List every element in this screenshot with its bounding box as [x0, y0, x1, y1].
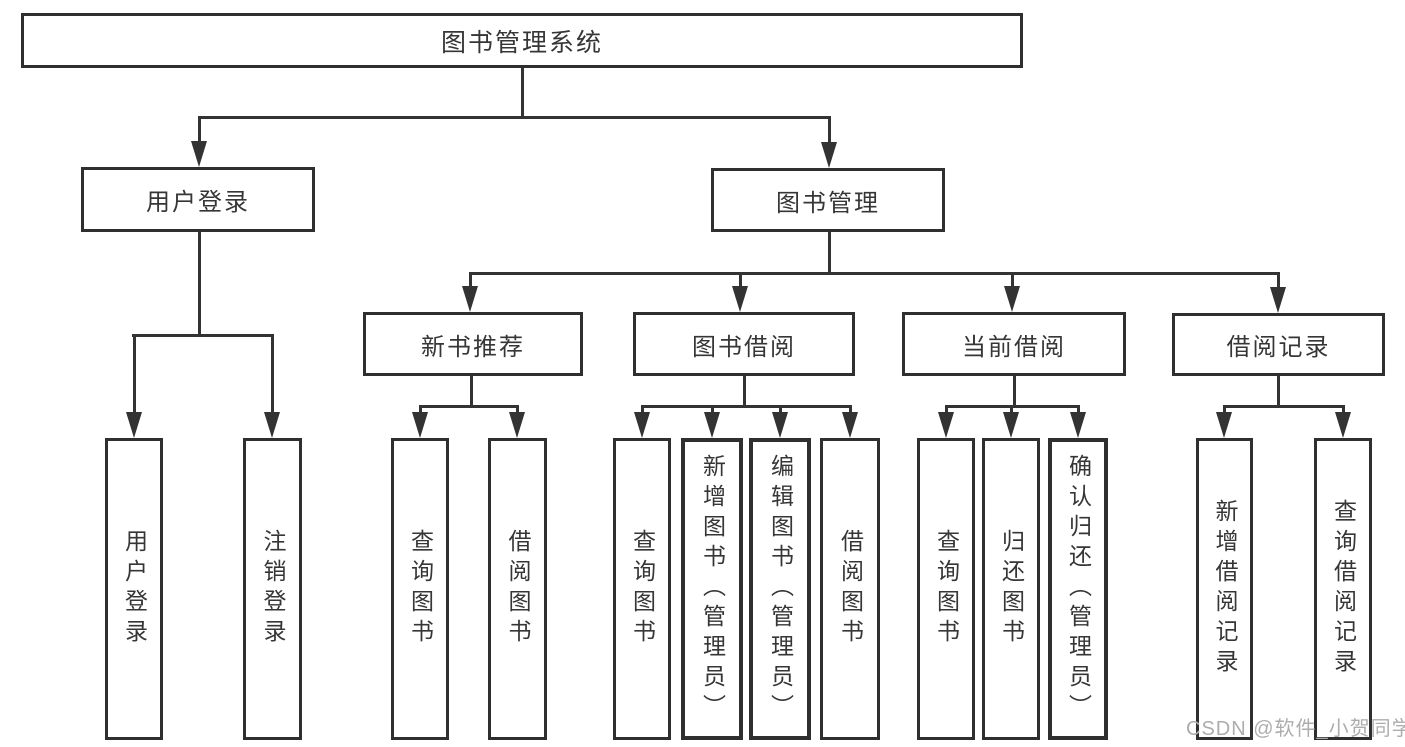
- leaf-add-borrow-record: 新增借阅记录: [1196, 438, 1253, 740]
- leaf-confirm-return-admin-label: 确认归还（管理员）: [1065, 454, 1092, 724]
- leaf-query-books-recommend-label: 查询图书: [407, 529, 434, 649]
- node-borrowing-records: 借阅记录: [1172, 313, 1385, 376]
- arrow-down-icon: [634, 412, 650, 438]
- arrow-down-icon: [1004, 286, 1020, 312]
- connector-line: [469, 272, 1280, 275]
- connector-line: [945, 405, 948, 417]
- node-book-borrowing: 图书借阅: [633, 312, 855, 376]
- arrow-down-icon: [264, 412, 280, 438]
- arrow-down-icon: [1003, 412, 1019, 438]
- connector-line: [133, 334, 136, 418]
- leaf-query-books-recommend: 查询图书: [391, 438, 449, 740]
- arrow-down-icon: [732, 286, 748, 312]
- leaf-logout: 注销登录: [243, 438, 302, 740]
- connector-line: [271, 334, 274, 418]
- leaf-borrow-books-recommend: 借阅图书: [488, 438, 547, 740]
- connector-line: [1277, 273, 1280, 294]
- connector-line: [521, 66, 524, 117]
- leaf-add-books-admin-label: 新增图书（管理员）: [699, 454, 726, 724]
- connector-line: [516, 405, 519, 417]
- leaf-query-books-current-label: 查询图书: [933, 529, 960, 649]
- arrow-down-icon: [509, 412, 525, 438]
- connector-line: [469, 273, 472, 293]
- leaf-edit-books-admin: 编辑图书（管理员）: [749, 438, 811, 740]
- leaf-query-borrow-record: 查询借阅记录: [1314, 438, 1372, 740]
- node-book-management: 图书管理: [711, 168, 945, 232]
- arrow-down-icon: [1335, 412, 1351, 438]
- connector-line: [1277, 374, 1280, 407]
- connector-line: [198, 117, 201, 149]
- connector-line: [779, 405, 782, 417]
- arrow-down-icon: [1070, 412, 1086, 438]
- connector-line: [849, 405, 852, 417]
- arrow-down-icon: [772, 412, 788, 438]
- leaf-borrow-books-recommend-label: 借阅图书: [505, 529, 531, 649]
- leaf-confirm-return-admin: 确认归还（管理员）: [1048, 438, 1108, 740]
- connector-line: [198, 116, 831, 119]
- connector-line: [1223, 405, 1226, 417]
- leaf-borrow-books-borrowing: 借阅图书: [820, 438, 880, 740]
- arrow-down-icon: [842, 412, 858, 438]
- arrow-down-icon: [462, 286, 478, 312]
- arrow-down-icon: [126, 412, 142, 438]
- node-new-book-recommendation: 新书推荐: [363, 312, 583, 376]
- connector-line: [711, 405, 714, 417]
- csdn-watermark: CSDN @软件_小贺同学: [1186, 718, 1405, 740]
- connector-line: [1013, 374, 1016, 407]
- node-current-borrowing: 当前借阅: [902, 312, 1126, 376]
- leaf-borrow-books-borrowing-label: 借阅图书: [837, 529, 864, 649]
- leaf-user-login: 用户登录: [105, 438, 163, 740]
- connector-line: [1223, 405, 1344, 408]
- arrow-down-icon: [1270, 287, 1286, 313]
- leaf-add-books-admin: 新增图书（管理员）: [681, 438, 743, 740]
- leaf-edit-books-admin-label: 编辑图书（管理员）: [767, 454, 794, 724]
- arrow-down-icon: [938, 412, 954, 438]
- connector-line: [198, 230, 201, 336]
- connector-line: [419, 405, 519, 408]
- leaf-query-books-current: 查询图书: [917, 438, 975, 740]
- leaf-logout-label: 注销登录: [260, 529, 286, 649]
- leaf-return-books: 归还图书: [982, 438, 1040, 740]
- leaf-query-borrow-record-label: 查询借阅记录: [1330, 499, 1357, 679]
- leaf-query-books-borrowing-label: 查询图书: [629, 529, 656, 649]
- node-book-management-system: 图书管理系统: [21, 13, 1023, 68]
- arrow-down-icon: [704, 412, 720, 438]
- connector-line: [470, 374, 473, 407]
- connector-line: [132, 334, 274, 337]
- arrow-down-icon: [412, 412, 428, 438]
- leaf-add-borrow-record-label: 新增借阅记录: [1212, 499, 1238, 679]
- leaf-query-books-borrowing: 查询图书: [613, 438, 671, 740]
- leaf-user-login-label: 用户登录: [121, 529, 148, 649]
- connector-line: [1011, 273, 1014, 293]
- connector-line: [641, 405, 644, 417]
- connector-line: [1077, 405, 1080, 417]
- connector-line: [828, 117, 831, 149]
- arrow-down-icon: [1216, 412, 1232, 438]
- connector-line: [743, 374, 746, 407]
- connector-line: [1010, 405, 1013, 417]
- node-user-login: 用户登录: [81, 167, 315, 232]
- connector-line: [739, 273, 742, 293]
- leaf-return-books-label: 归还图书: [998, 529, 1025, 649]
- connector-line: [1342, 405, 1345, 417]
- arrow-down-icon: [821, 142, 837, 168]
- connector-line: [641, 405, 851, 408]
- arrow-down-icon: [191, 141, 207, 167]
- connector-line: [828, 230, 831, 275]
- connector-line: [945, 405, 1079, 408]
- connector-line: [419, 405, 422, 417]
